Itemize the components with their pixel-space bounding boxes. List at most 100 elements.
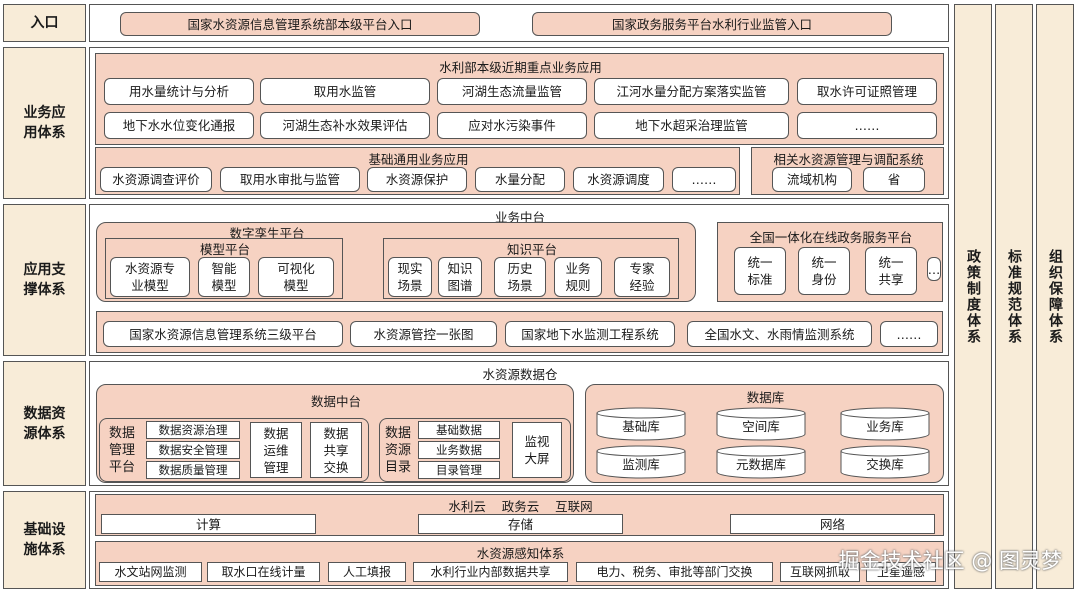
data-mgmt-item[interactable]: 数据安全管理 (146, 441, 240, 459)
sense-group: 水资源感知体系 水文站网监测取水口在线计量人工填报水利行业内部数据共享电力、税务… (95, 541, 944, 586)
knowledge-box[interactable]: 现实 场景 (388, 257, 432, 297)
row-label-business: 业务应 用体系 (3, 47, 86, 199)
monitor-screen-box[interactable]: 监视 大屏 (512, 422, 562, 478)
cloud-group: 水利云 政务云 互联网 计算存储网络 (95, 494, 944, 536)
key-app-box[interactable]: 河湖生态流量监管 (437, 78, 587, 105)
data-ops-box[interactable]: 数据 运维 管理 (250, 422, 302, 478)
digital-twin-title: 数字孪生平台 (229, 226, 305, 241)
side-organization: 组织保障体系 (1036, 4, 1074, 589)
watermark: 掘金技术社区 @ 图灵梦 (838, 549, 1062, 573)
database-cylinder[interactable]: 空间库 (716, 407, 806, 441)
knowledge-box[interactable]: 知识 图谱 (438, 257, 482, 297)
database-label: 业务库 (866, 419, 904, 434)
key-app-box[interactable]: 江河水量分配方案落实监管 (594, 78, 789, 105)
knowledge-platform-title: 知识平台 (506, 242, 557, 257)
row-label-data: 数据资 源体系 (3, 361, 86, 486)
data-catalog-item[interactable]: 业务数据 (418, 441, 500, 459)
sense-title: 水资源感知体系 (476, 546, 565, 561)
data-mgmt-label: 数据 管理 平台 (108, 425, 135, 475)
sense-source-box[interactable]: 卫星遥感 (866, 562, 936, 582)
key-app-box[interactable]: 河湖生态补水效果评估 (260, 112, 430, 139)
key-app-box[interactable]: 取水许可证照管理 (797, 78, 937, 105)
base-app-box[interactable]: 取用水审批与监管 (220, 167, 360, 192)
sense-source-box[interactable]: 取水口在线计量 (207, 562, 320, 582)
sense-source-box[interactable]: 水文站网监测 (99, 562, 202, 582)
support-system-box[interactable]: 国家水资源信息管理系统三级平台 (103, 321, 343, 347)
business-panel: 水利部本级近期重点业务应用 用水量统计与分析取用水监管河湖生态流量监管江河水量分… (89, 47, 949, 199)
base-app-box[interactable]: 水资源调查评价 (100, 167, 212, 192)
side-standards: 标准规范体系 (995, 4, 1033, 589)
row-label-entry: 入口 (3, 4, 86, 42)
sense-source-box[interactable]: 互联网抓取 (780, 562, 860, 582)
key-apps-title: 水利部本级近期重点业务应用 (439, 60, 602, 75)
row-label-support: 应用支 撑体系 (3, 204, 86, 356)
database-cylinder[interactable]: 基础库 (596, 407, 686, 441)
database-cylinder[interactable]: 监测库 (596, 445, 686, 479)
data-catalog-item[interactable]: 目录管理 (418, 461, 500, 479)
cloud-resource-box[interactable]: 网络 (730, 514, 935, 534)
base-apps-group: 基础通用业务应用 水资源调查评价取用水审批与监管水资源保护水量分配水资源调度…… (95, 147, 740, 195)
gov-service-box[interactable]: 统一 身份 (798, 247, 850, 295)
model-platform-title: 模型平台 (199, 242, 250, 257)
sense-source-box[interactable]: 人工填报 (328, 562, 406, 582)
gov-service-box[interactable]: … (927, 257, 941, 281)
support-system-box[interactable]: 国家地下水监测工程系统 (505, 321, 675, 347)
gov-platform-group: 全国一体化在线政务服务平台 统一 标准统一 身份统一 共享 … (717, 222, 943, 302)
cloud-resource-box[interactable]: 计算 (101, 514, 316, 534)
side-policy: 政策制度体系 (954, 4, 992, 589)
data-share-box[interactable]: 数据 共享 交换 (310, 422, 362, 478)
gov-service-box[interactable]: 统一 标准 (734, 247, 786, 295)
key-app-box[interactable]: 取用水监管 (260, 78, 430, 105)
related-system-box[interactable]: 流域机构 (772, 167, 852, 192)
entry-ministry-portal[interactable]: 国家水资源信息管理系统部本级平台入口 (120, 12, 480, 36)
data-mgmt-item[interactable]: 数据质量管理 (146, 461, 240, 479)
database-label: 交换库 (866, 457, 904, 472)
data-catalog-item[interactable]: 基础数据 (418, 421, 500, 439)
database-cylinder[interactable]: 交换库 (840, 445, 930, 479)
entry-gov-portal[interactable]: 国家政务服务平台水利行业监管入口 (532, 12, 892, 36)
cloud-resource-box[interactable]: 存储 (418, 514, 623, 534)
database-title: 数据库 (746, 390, 785, 405)
support-system-box[interactable]: 水资源管控一张图 (350, 321, 497, 347)
model-box[interactable]: 水资源专 业模型 (110, 257, 190, 297)
base-app-box[interactable]: …… (672, 167, 736, 192)
model-box[interactable]: 智能 模型 (198, 257, 250, 297)
data-middle-group: 数据中台 数据 管理 平台 数据资源治理数据安全管理数据质量管理 数据 运维 管… (96, 384, 574, 483)
base-app-box[interactable]: 水资源调度 (573, 167, 664, 192)
data-mgmt-platform: 数据 管理 平台 数据资源治理数据安全管理数据质量管理 数据 运维 管理 数据 … (99, 418, 369, 482)
data-warehouse-title: 水资源数据仓 (482, 367, 558, 382)
data-mgmt-item[interactable]: 数据资源治理 (146, 421, 240, 439)
data-catalog-platform: 数据 资源 目录 基础数据业务数据目录管理 监视 大屏 (379, 418, 571, 482)
gov-platform-title: 全国一体化在线政务服务平台 (749, 230, 913, 245)
related-systems-group: 相关水资源管理与调配系统 流域机构省 (751, 147, 944, 195)
model-platform: 模型平台 水资源专 业模型智能 模型可视化 模型 (105, 238, 343, 299)
row-label-infra: 基础设 施体系 (3, 491, 86, 589)
key-app-box[interactable]: 用水量统计与分析 (104, 78, 254, 105)
database-label: 空间库 (742, 419, 780, 434)
key-app-box[interactable]: 地下水水位变化通报 (104, 112, 254, 139)
gov-service-box[interactable]: 统一 共享 (865, 247, 917, 295)
related-system-box[interactable]: 省 (863, 167, 925, 192)
database-label: 元数据库 (735, 457, 786, 472)
key-app-box[interactable]: 应对水污染事件 (437, 112, 587, 139)
model-box[interactable]: 可视化 模型 (258, 257, 334, 297)
support-system-box[interactable]: …… (880, 321, 938, 347)
related-systems-title: 相关水资源管理与调配系统 (773, 152, 924, 167)
knowledge-box[interactable]: 业务 规则 (554, 257, 602, 297)
infra-panel: 水利云 政务云 互联网 计算存储网络 水资源感知体系 水文站网监测取水口在线计量… (89, 491, 949, 589)
data-panel: 水资源数据仓 数据中台 数据 管理 平台 数据资源治理数据安全管理数据质量管理 … (89, 361, 949, 486)
data-middle-title: 数据中台 (310, 394, 361, 409)
key-app-box[interactable]: 地下水超采治理监管 (594, 112, 789, 139)
base-app-box[interactable]: 水量分配 (475, 167, 565, 192)
knowledge-platform: 知识平台 现实 场景知识 图谱历史 场景业务 规则专家 经验 (383, 238, 679, 299)
base-app-box[interactable]: 水资源保护 (367, 167, 467, 192)
knowledge-box[interactable]: 历史 场景 (494, 257, 546, 297)
database-cylinder[interactable]: 元数据库 (716, 445, 806, 479)
knowledge-box[interactable]: 专家 经验 (614, 257, 670, 297)
sense-source-box[interactable]: 电力、税务、审批等部门交换 (576, 562, 773, 582)
key-app-box[interactable]: …… (797, 112, 937, 139)
sense-source-box[interactable]: 水利行业内部数据共享 (413, 562, 568, 582)
database-cylinder[interactable]: 业务库 (840, 407, 930, 441)
support-system-box[interactable]: 全国水文、水雨情监测系统 (687, 321, 872, 347)
business-middle-title: 业务中台 (494, 210, 545, 225)
